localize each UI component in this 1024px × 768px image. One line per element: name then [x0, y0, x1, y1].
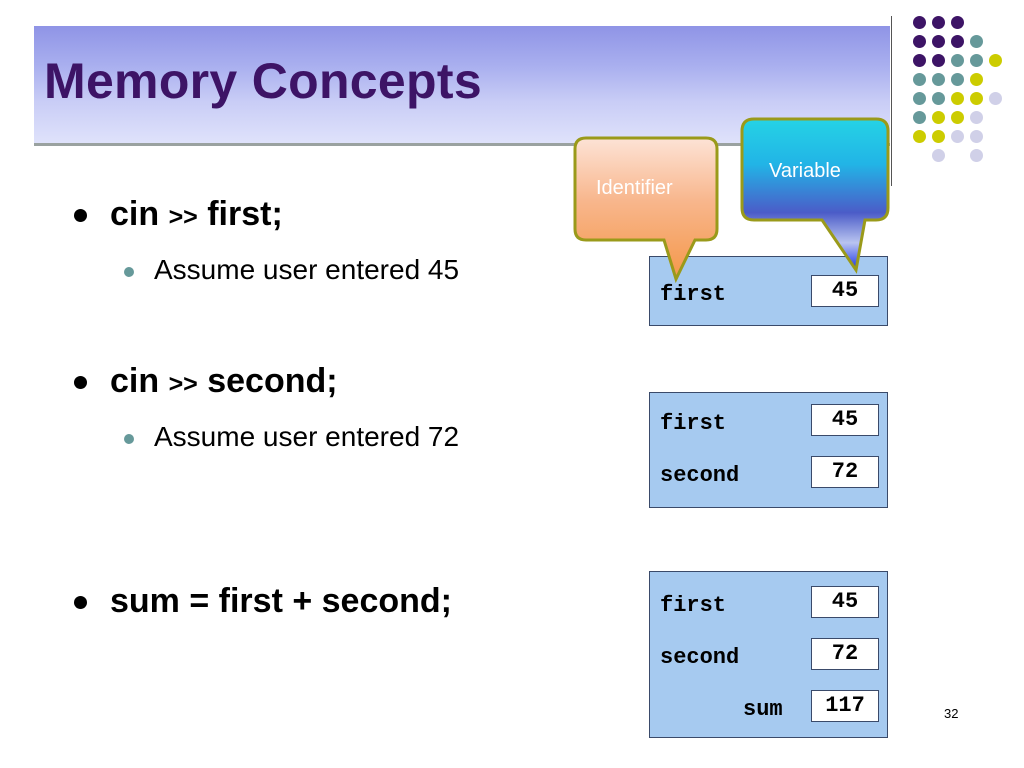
- decorative-dot: [951, 92, 964, 105]
- decorative-dot: [970, 73, 983, 86]
- decorative-dot: [932, 73, 945, 86]
- decorative-dot: [932, 92, 945, 105]
- decorative-dot: [913, 111, 926, 124]
- decorative-dot: [932, 130, 945, 143]
- memory-cell-name: first: [660, 593, 727, 618]
- decorative-dot: [951, 35, 964, 48]
- memory-cell-value: 117: [811, 690, 879, 722]
- title-band: [34, 26, 890, 146]
- decorative-dot: [989, 54, 1002, 67]
- decorative-dot: [913, 16, 926, 29]
- memory-box-3: first 45 second 72 sum 117: [649, 571, 888, 738]
- decorative-dot: [932, 149, 945, 162]
- decorative-dot: [951, 111, 964, 124]
- decorative-dot: [932, 54, 945, 67]
- memory-cell-value: 45: [811, 404, 879, 436]
- memory-box-2: first 45 second 72: [649, 392, 888, 508]
- decorative-dot: [951, 130, 964, 143]
- memory-cell-name: first: [660, 411, 727, 436]
- slide-number: 32: [944, 706, 959, 721]
- bullet-text: cin >> second;: [110, 362, 338, 401]
- bullet-mark: [74, 209, 87, 222]
- sub-bullet-text: Assume user entered 72: [154, 421, 460, 452]
- bullet-text: cin >> first;: [110, 195, 283, 234]
- sub-bullet-mark: [124, 434, 134, 444]
- decorative-dot: [970, 149, 983, 162]
- decorative-dot: [970, 111, 983, 124]
- decorative-dot: [913, 54, 926, 67]
- decorative-dot: [913, 73, 926, 86]
- code-operator: >>: [168, 203, 198, 231]
- decorative-dot: [951, 16, 964, 29]
- memory-cell-name: first: [660, 282, 727, 307]
- bullet-mark: [74, 376, 87, 389]
- code-rest: first;: [207, 195, 283, 233]
- memory-box-1: first 45: [649, 256, 888, 326]
- memory-cell-value: 72: [811, 456, 879, 488]
- memory-cell-name: second: [660, 645, 740, 670]
- variable-callout-label: Variable: [769, 160, 841, 182]
- code-rest: second;: [207, 362, 338, 400]
- decorative-dot: [932, 111, 945, 124]
- code-operator: >>: [168, 370, 198, 398]
- sub-bullet-text: Assume user entered 45: [154, 254, 460, 285]
- decorative-dot: [970, 92, 983, 105]
- memory-cell-name: sum: [743, 697, 783, 722]
- code-cin: cin: [110, 195, 160, 233]
- memory-cell-value: 45: [811, 275, 879, 307]
- decorative-dot: [951, 73, 964, 86]
- title-divider: [891, 16, 892, 186]
- memory-cell-value: 72: [811, 638, 879, 670]
- slide-title: Memory Concepts: [44, 53, 482, 109]
- decorative-dot: [970, 130, 983, 143]
- code-cin: cin: [110, 362, 160, 400]
- decorative-dot: [951, 54, 964, 67]
- decorative-dot: [913, 130, 926, 143]
- decorative-dot: [913, 92, 926, 105]
- identifier-callout-label: Identifier: [596, 177, 673, 199]
- decorative-dot: [932, 16, 945, 29]
- decorative-dot: [913, 35, 926, 48]
- sub-bullet-mark: [124, 267, 134, 277]
- bullet-mark: [74, 596, 87, 609]
- decorative-dot: [970, 54, 983, 67]
- decorative-dot: [970, 35, 983, 48]
- memory-cell-value: 45: [811, 586, 879, 618]
- decorative-dot: [932, 35, 945, 48]
- bullet-text: sum = first + second;: [110, 582, 452, 620]
- memory-cell-name: second: [660, 463, 740, 488]
- decorative-dot: [989, 92, 1002, 105]
